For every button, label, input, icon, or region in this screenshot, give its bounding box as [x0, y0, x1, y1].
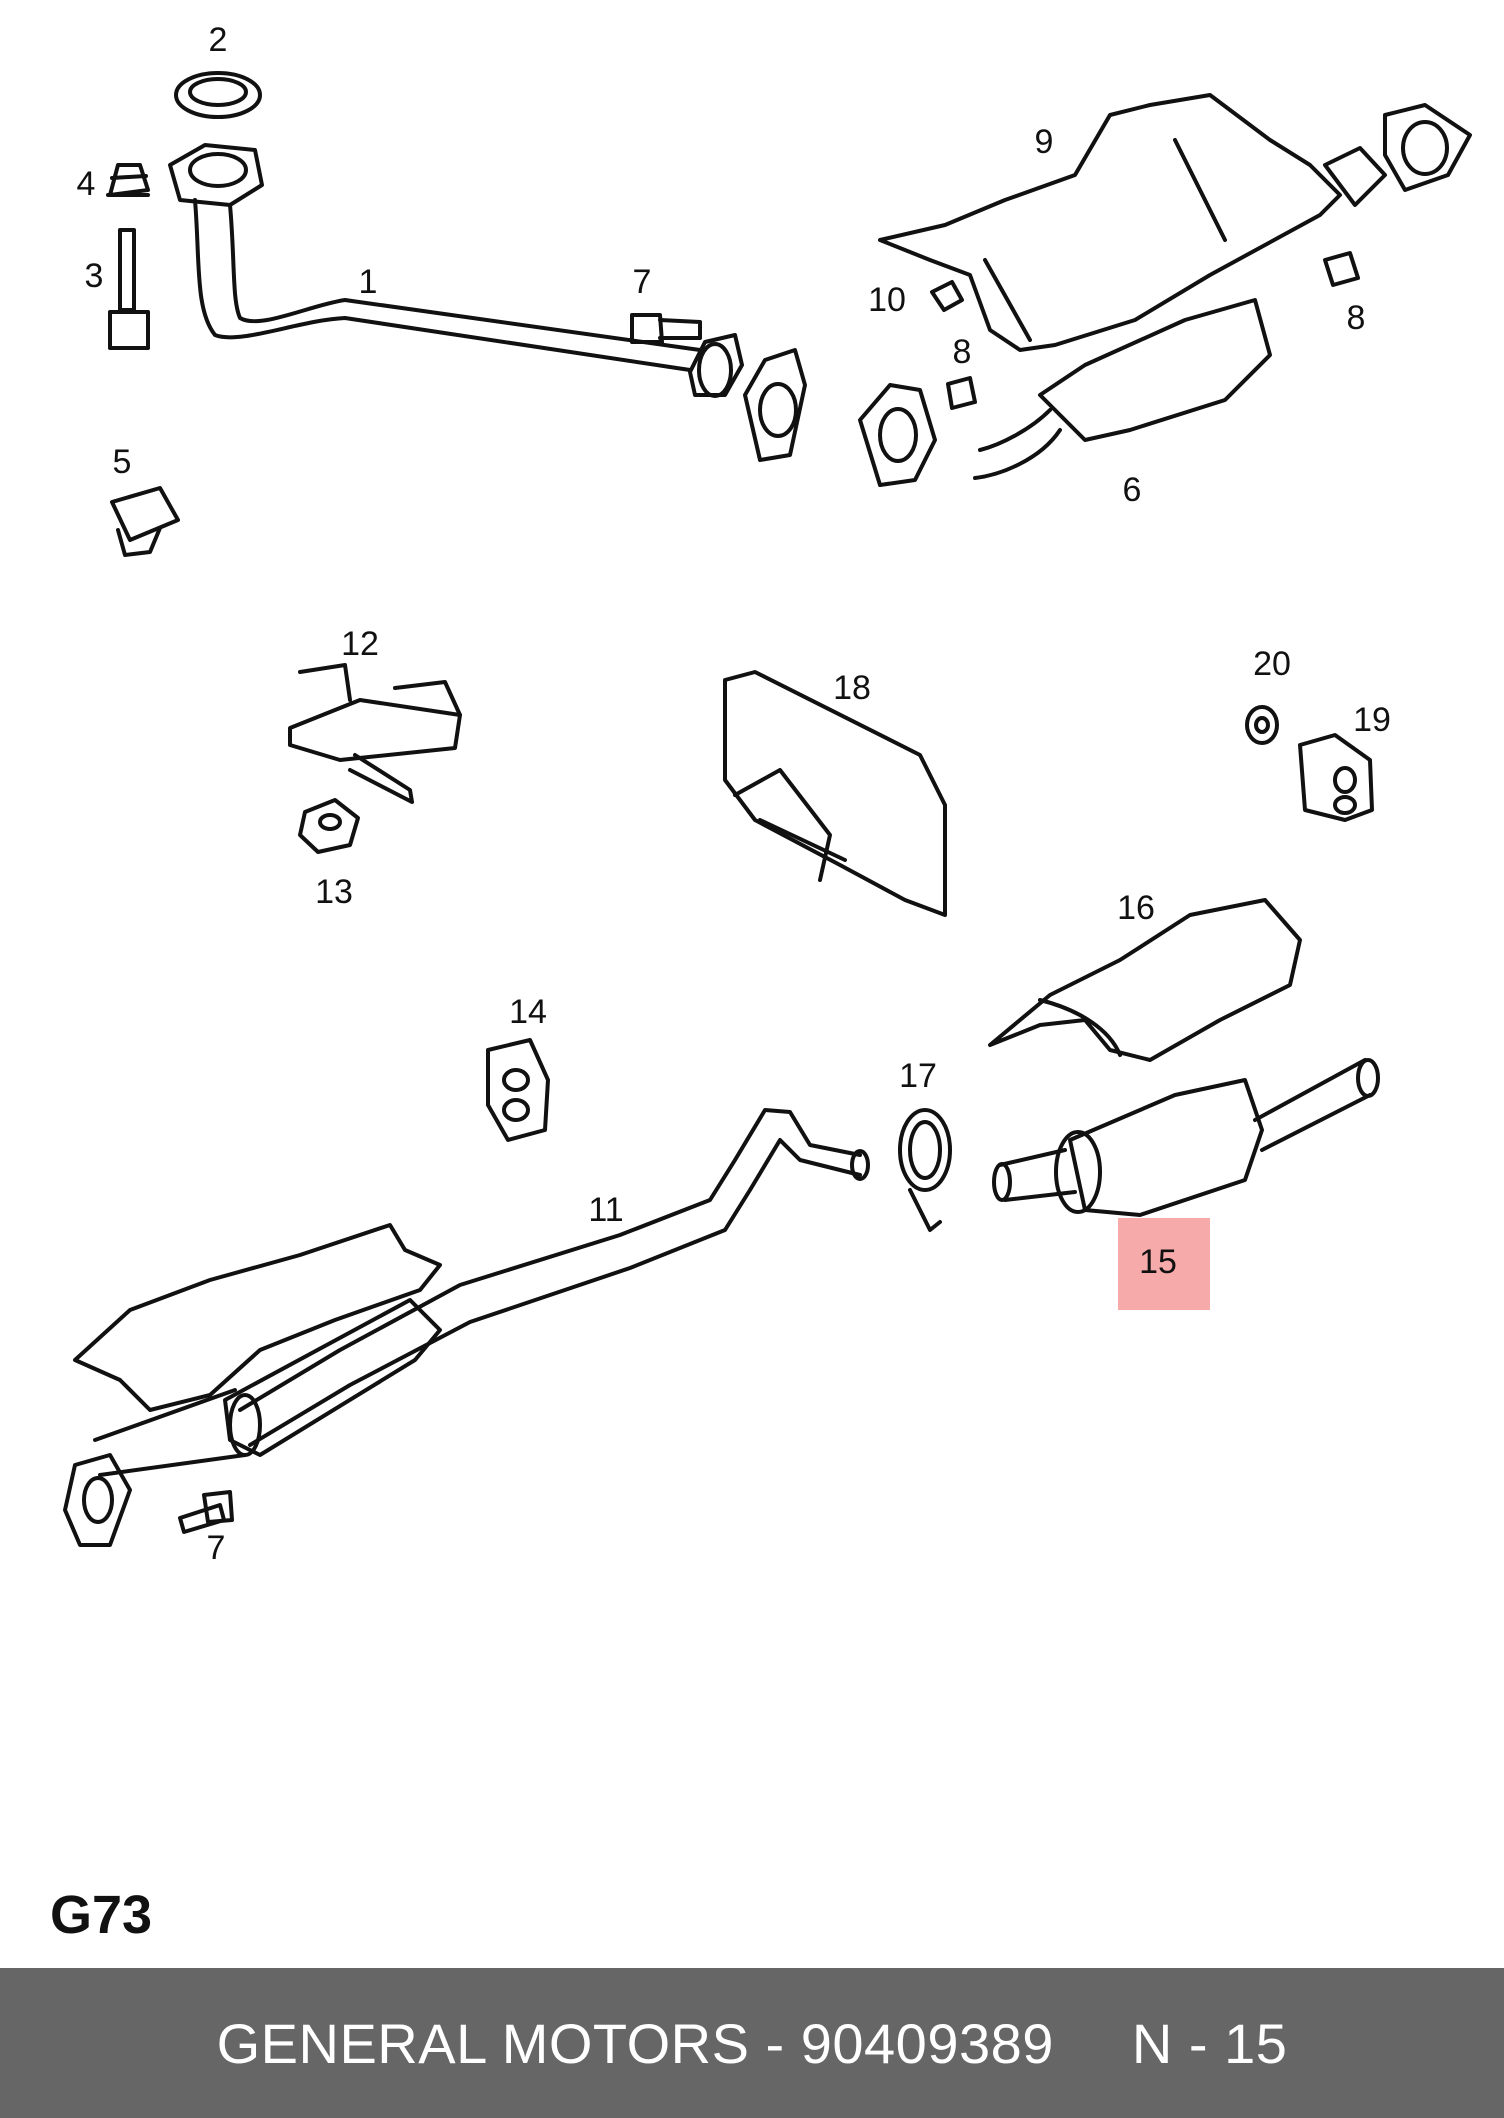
footer-bar: GENERAL MOTORS - 90409389 N - 15: [0, 1968, 1504, 2118]
clip-part: [1245, 705, 1279, 745]
highlight-box: [1118, 1218, 1210, 1310]
rubber-mount-part: [1298, 733, 1374, 822]
sensor-part: [110, 486, 180, 557]
callout-13: 13: [315, 873, 353, 911]
rubber-hanger-part: [486, 1038, 550, 1142]
bracket-part: [288, 663, 462, 804]
callout-10: 10: [868, 281, 906, 319]
callout-7-top: 7: [632, 263, 652, 301]
page-reference: N - 15: [1131, 2011, 1288, 2075]
hex-nut-part: [298, 798, 360, 854]
callout-14: 14: [509, 993, 547, 1031]
brand-part-number: GENERAL MOTORS - 90409389: [216, 2011, 1054, 2075]
callout-11: 11: [588, 1191, 624, 1229]
callout-3: 3: [84, 257, 104, 295]
nut-part: [930, 251, 1360, 410]
callout-17: 17: [899, 1057, 937, 1095]
flange-gasket-part: [1323, 103, 1472, 207]
callout-18: 18: [833, 669, 871, 707]
gasket-ring-part: [174, 71, 262, 119]
manifold-flange-part: [858, 383, 937, 487]
clamp-part: [898, 1108, 952, 1232]
bolt-part-lower: [178, 1490, 234, 1534]
callout-2: 2: [208, 21, 228, 59]
callout-1: 1: [358, 263, 378, 301]
rear-heat-shield-part: [988, 898, 1302, 1062]
callout-15-highlighted: 15: [1139, 1243, 1177, 1281]
diagram-code: G73: [50, 1885, 153, 1945]
center-pipe-part: [63, 1108, 870, 1547]
callout-9: 9: [1034, 123, 1054, 161]
catalytic-converter-part: [973, 298, 1272, 480]
triangular-gasket-part: [743, 348, 807, 462]
callout-4: 4: [76, 165, 96, 203]
heat-shield-part: [878, 93, 1342, 352]
callout-8-left: 8: [952, 333, 972, 371]
callout-20: 20: [1253, 645, 1291, 683]
callout-8-right: 8: [1346, 299, 1366, 337]
bolt-part: [630, 313, 702, 344]
callout-5: 5: [112, 443, 132, 481]
callout-19: 19: [1353, 701, 1391, 739]
front-pipe-part: [168, 143, 744, 398]
rear-silencer-part: [992, 1058, 1380, 1217]
callout-12: 12: [341, 625, 379, 663]
callout-16: 16: [1117, 889, 1155, 927]
exhaust-system-diagram: [63, 71, 1472, 1547]
heat-plate-part: [723, 670, 947, 917]
stud-and-spring-part: [106, 163, 150, 350]
callout-7-bottom: 7: [206, 1529, 226, 1567]
callout-6: 6: [1122, 471, 1142, 509]
